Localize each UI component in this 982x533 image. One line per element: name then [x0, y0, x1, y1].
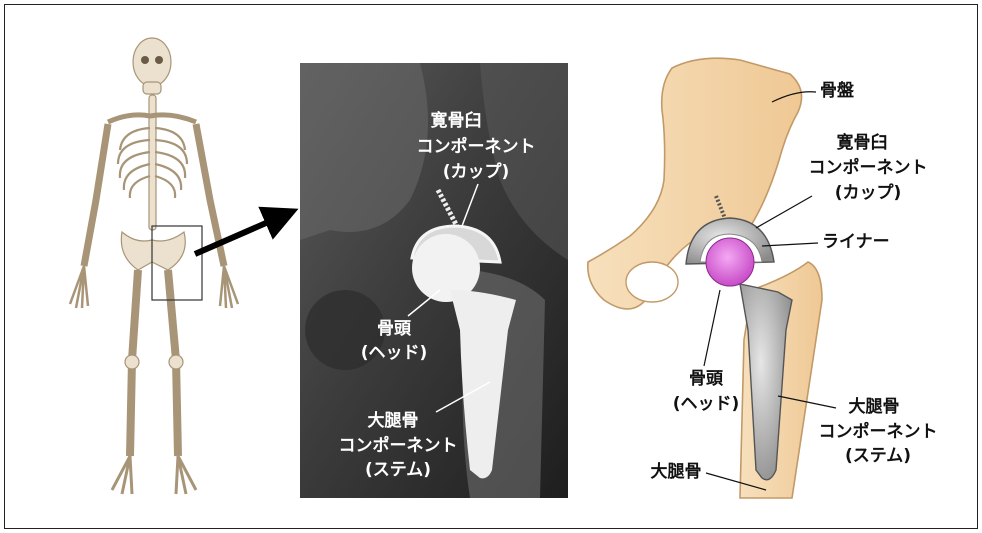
- illus-head-label-2: (ヘッド): [673, 394, 740, 414]
- xray-femoral-label-1: 大腿骨: [368, 410, 419, 431]
- skeleton-figure: [70, 38, 238, 494]
- illus-femoral-label-1: 大腿骨: [849, 396, 900, 417]
- illustration-pelvis: [588, 58, 802, 309]
- xray-head-label-2: (ヘッド): [361, 343, 428, 363]
- illus-acetabular-label-2: コンポーネント: [809, 157, 928, 178]
- illus-acetabular-label-3: (カップ): [835, 182, 902, 203]
- illus-femoral-label-3: (ステム): [845, 446, 911, 466]
- liner-label: ライナー: [822, 232, 890, 252]
- skull: [133, 38, 171, 86]
- illustration-head: [706, 238, 754, 286]
- xray-femoral-label-3: (ステム): [365, 460, 431, 480]
- xray-acetabular-label-2: コンポーネント: [417, 136, 536, 157]
- illustration-panel: [588, 58, 822, 498]
- zoom-arrow: [195, 216, 282, 254]
- illus-femoral-label-2: コンポーネント: [819, 421, 938, 442]
- obturator-foramen: [626, 262, 678, 302]
- illus-acetabular-label-1: 寛骨臼: [837, 132, 888, 153]
- left-arm: [84, 124, 108, 266]
- illus-head-leader: [704, 290, 720, 366]
- illus-head-label-1: 骨頭: [689, 369, 724, 389]
- xray-femoral-label-2: コンポーネント: [339, 435, 458, 456]
- skeleton-pelvis: [121, 232, 185, 270]
- xray-head-label-1: 骨頭: [377, 319, 412, 339]
- xray-acetabular-label-1: 寛骨臼: [431, 110, 482, 131]
- pelvis-label: 骨盤: [820, 80, 855, 101]
- xray-acetabular-label-3: (カップ): [443, 161, 510, 182]
- liner-leader: [762, 243, 818, 246]
- femur-label: 大腿骨: [651, 461, 702, 482]
